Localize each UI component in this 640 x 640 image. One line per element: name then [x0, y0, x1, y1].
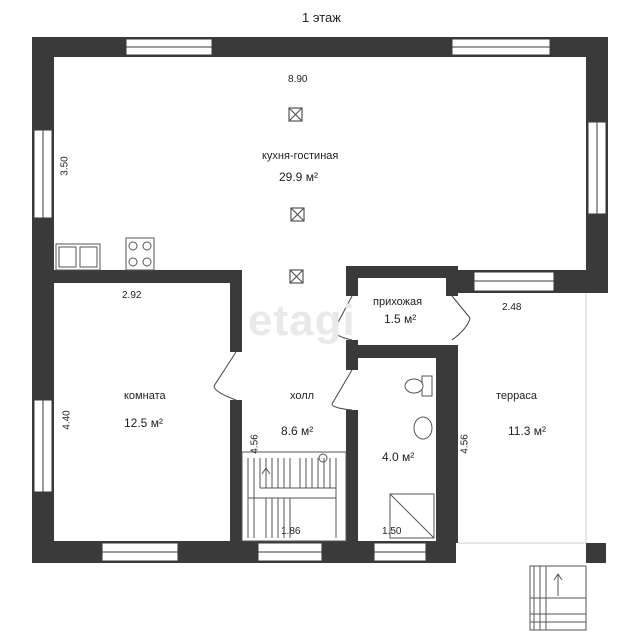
terrace-outline: [458, 293, 587, 544]
room-name-hallway: прихожая: [373, 296, 423, 308]
dim-room-width: 2.92: [122, 290, 142, 301]
room-area-kitchen: 29.9 м²: [279, 170, 318, 184]
vent-2: [290, 207, 305, 222]
room-area-room: 12.5 м²: [124, 416, 163, 430]
wall-hallway-top: [346, 266, 458, 278]
vent-fixtures: [288, 107, 305, 284]
shower-diagonal: [389, 493, 435, 539]
vent-3-x: [289, 269, 304, 284]
room-area-hall: 8.6 м²: [281, 424, 314, 438]
burner-2: [142, 241, 152, 251]
room-name-room: комната: [124, 390, 166, 402]
floor-title: 1 этаж: [302, 10, 341, 25]
kitchen-fixtures: [55, 237, 155, 271]
burner-4: [142, 257, 152, 267]
staircase: [241, 451, 347, 542]
wall-kitchen-room: [54, 270, 242, 283]
room-name-hall: холл: [290, 390, 315, 402]
burner-3: [128, 257, 138, 267]
windows: [33, 38, 607, 562]
terrace-steps-lines: [530, 566, 586, 630]
burner-1: [128, 241, 138, 251]
stair-start-dot: [318, 453, 328, 463]
wall-hallway-bottom: [346, 345, 458, 358]
vent-1-x: [288, 107, 303, 122]
wall-hallway-left-top: [346, 266, 358, 296]
dim-terrace-depth: 4.56: [459, 434, 471, 454]
door-room: [213, 351, 237, 401]
toilet-bowl: [404, 378, 424, 394]
bath-sink: [413, 416, 433, 440]
dim-hall-width: 1.86: [281, 526, 301, 537]
wall-hallway-right-top: [446, 266, 458, 296]
room-name-terrace: терраса: [496, 390, 538, 402]
room-area-hallway: 1.5 м²: [384, 312, 417, 326]
watermark: etagi: [248, 296, 356, 345]
vent-3: [289, 269, 304, 284]
terrace-post: [586, 543, 606, 563]
sink-bowl-1: [58, 246, 77, 268]
vent-2-x: [290, 207, 305, 222]
wall-room-hall-upper: [230, 270, 242, 352]
dim-bath-width: 1.50: [382, 526, 402, 537]
door-bath: [331, 369, 353, 411]
wall-bath-right: [436, 345, 458, 543]
dim-terrace-width: 2.48: [502, 302, 522, 313]
doors: [213, 295, 471, 411]
dim-hall-depth: 4.56: [249, 434, 261, 454]
stair-landing: [248, 487, 336, 538]
room-area-bathroom: 4.0 м²: [382, 450, 415, 464]
terrace-steps: [529, 565, 587, 631]
sink-bowl-2: [79, 246, 98, 268]
vent-1: [288, 107, 303, 122]
terrace-steps-arrow: [553, 573, 563, 596]
dim-room-depth: 4.40: [61, 410, 73, 430]
stair-arrow: [261, 467, 271, 486]
door-hallway: [333, 295, 353, 341]
dim-kitchen-depth: 3.50: [59, 156, 71, 176]
stair-outline: [241, 451, 347, 542]
room-area-terrace: 11.3 м²: [508, 424, 547, 438]
door-entrance: [451, 295, 471, 341]
wall-bath-left: [346, 410, 358, 543]
room-name-kitchen: кухня-гостиная: [262, 150, 339, 162]
dim-kitchen-width: 8.90: [288, 74, 308, 85]
bath-fixtures: [389, 375, 435, 539]
wall-room-hall-lower: [230, 400, 242, 543]
